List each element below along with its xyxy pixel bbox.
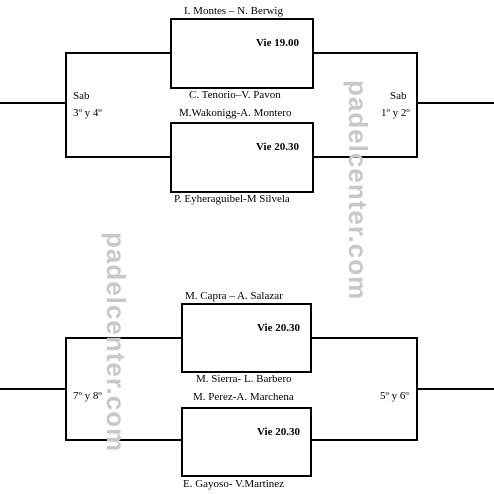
bottom-left-stub <box>0 388 67 390</box>
bottom-match-1-player-a: M. Capra – A. Salazar <box>185 290 283 302</box>
top-left-frame-bottom <box>65 156 171 158</box>
top-match-2-box <box>170 122 314 193</box>
top-right-day: Sab <box>390 90 407 102</box>
top-right-stub <box>416 102 494 104</box>
top-right-place: 1º y 2º <box>381 107 410 119</box>
top-match-2-time: Vie 20.30 <box>256 141 299 153</box>
top-match-1-player-b: C. Tenorio–V. Pavon <box>189 89 281 101</box>
bottom-match-2-player-a: M. Perez-A. Marchena <box>193 391 294 403</box>
top-match-1-player-a: I. Montes – N. Berwig <box>184 5 283 17</box>
top-right-frame-bottom <box>312 156 418 158</box>
top-left-frame-top <box>65 52 171 54</box>
top-right-frame-top <box>312 52 418 54</box>
bottom-match-2-time: Vie 20.30 <box>257 426 300 438</box>
bottom-left-place: 7º y 8º <box>73 390 102 402</box>
watermark-right: padelcenter.com <box>343 80 373 301</box>
top-match-2-player-b: P. Eyheraguibel-M Silvela <box>174 193 290 205</box>
top-left-frame-vertical <box>65 52 67 158</box>
top-left-place: 3º y 4º <box>73 107 102 119</box>
bottom-match-1-time: Vie 20.30 <box>257 322 300 334</box>
top-left-stub <box>0 102 67 104</box>
watermark-left: padelcenter.com <box>101 232 131 453</box>
bottom-right-stub <box>416 388 494 390</box>
top-match-2-player-a: M.Wakonigg-A. Montero <box>179 107 292 119</box>
bottom-match-2-box <box>181 407 312 477</box>
bottom-left-frame-bottom <box>65 439 183 441</box>
bottom-right-frame-bottom <box>310 439 418 441</box>
bottom-match-2-player-b: E. Gayoso- V.Martinez <box>183 478 285 490</box>
bottom-match-1-player-b: M. Sierra- L. Barbero <box>196 373 292 385</box>
bottom-right-place: 5º y 6º <box>380 390 409 402</box>
top-left-day: Sab <box>73 90 90 102</box>
top-right-frame-vertical <box>416 52 418 158</box>
bottom-left-frame-top <box>65 337 183 339</box>
bottom-right-frame-top <box>310 337 418 339</box>
top-match-1-box <box>170 18 314 89</box>
bottom-match-1-box <box>181 303 312 373</box>
top-match-1-time: Vie 19.00 <box>256 37 299 49</box>
